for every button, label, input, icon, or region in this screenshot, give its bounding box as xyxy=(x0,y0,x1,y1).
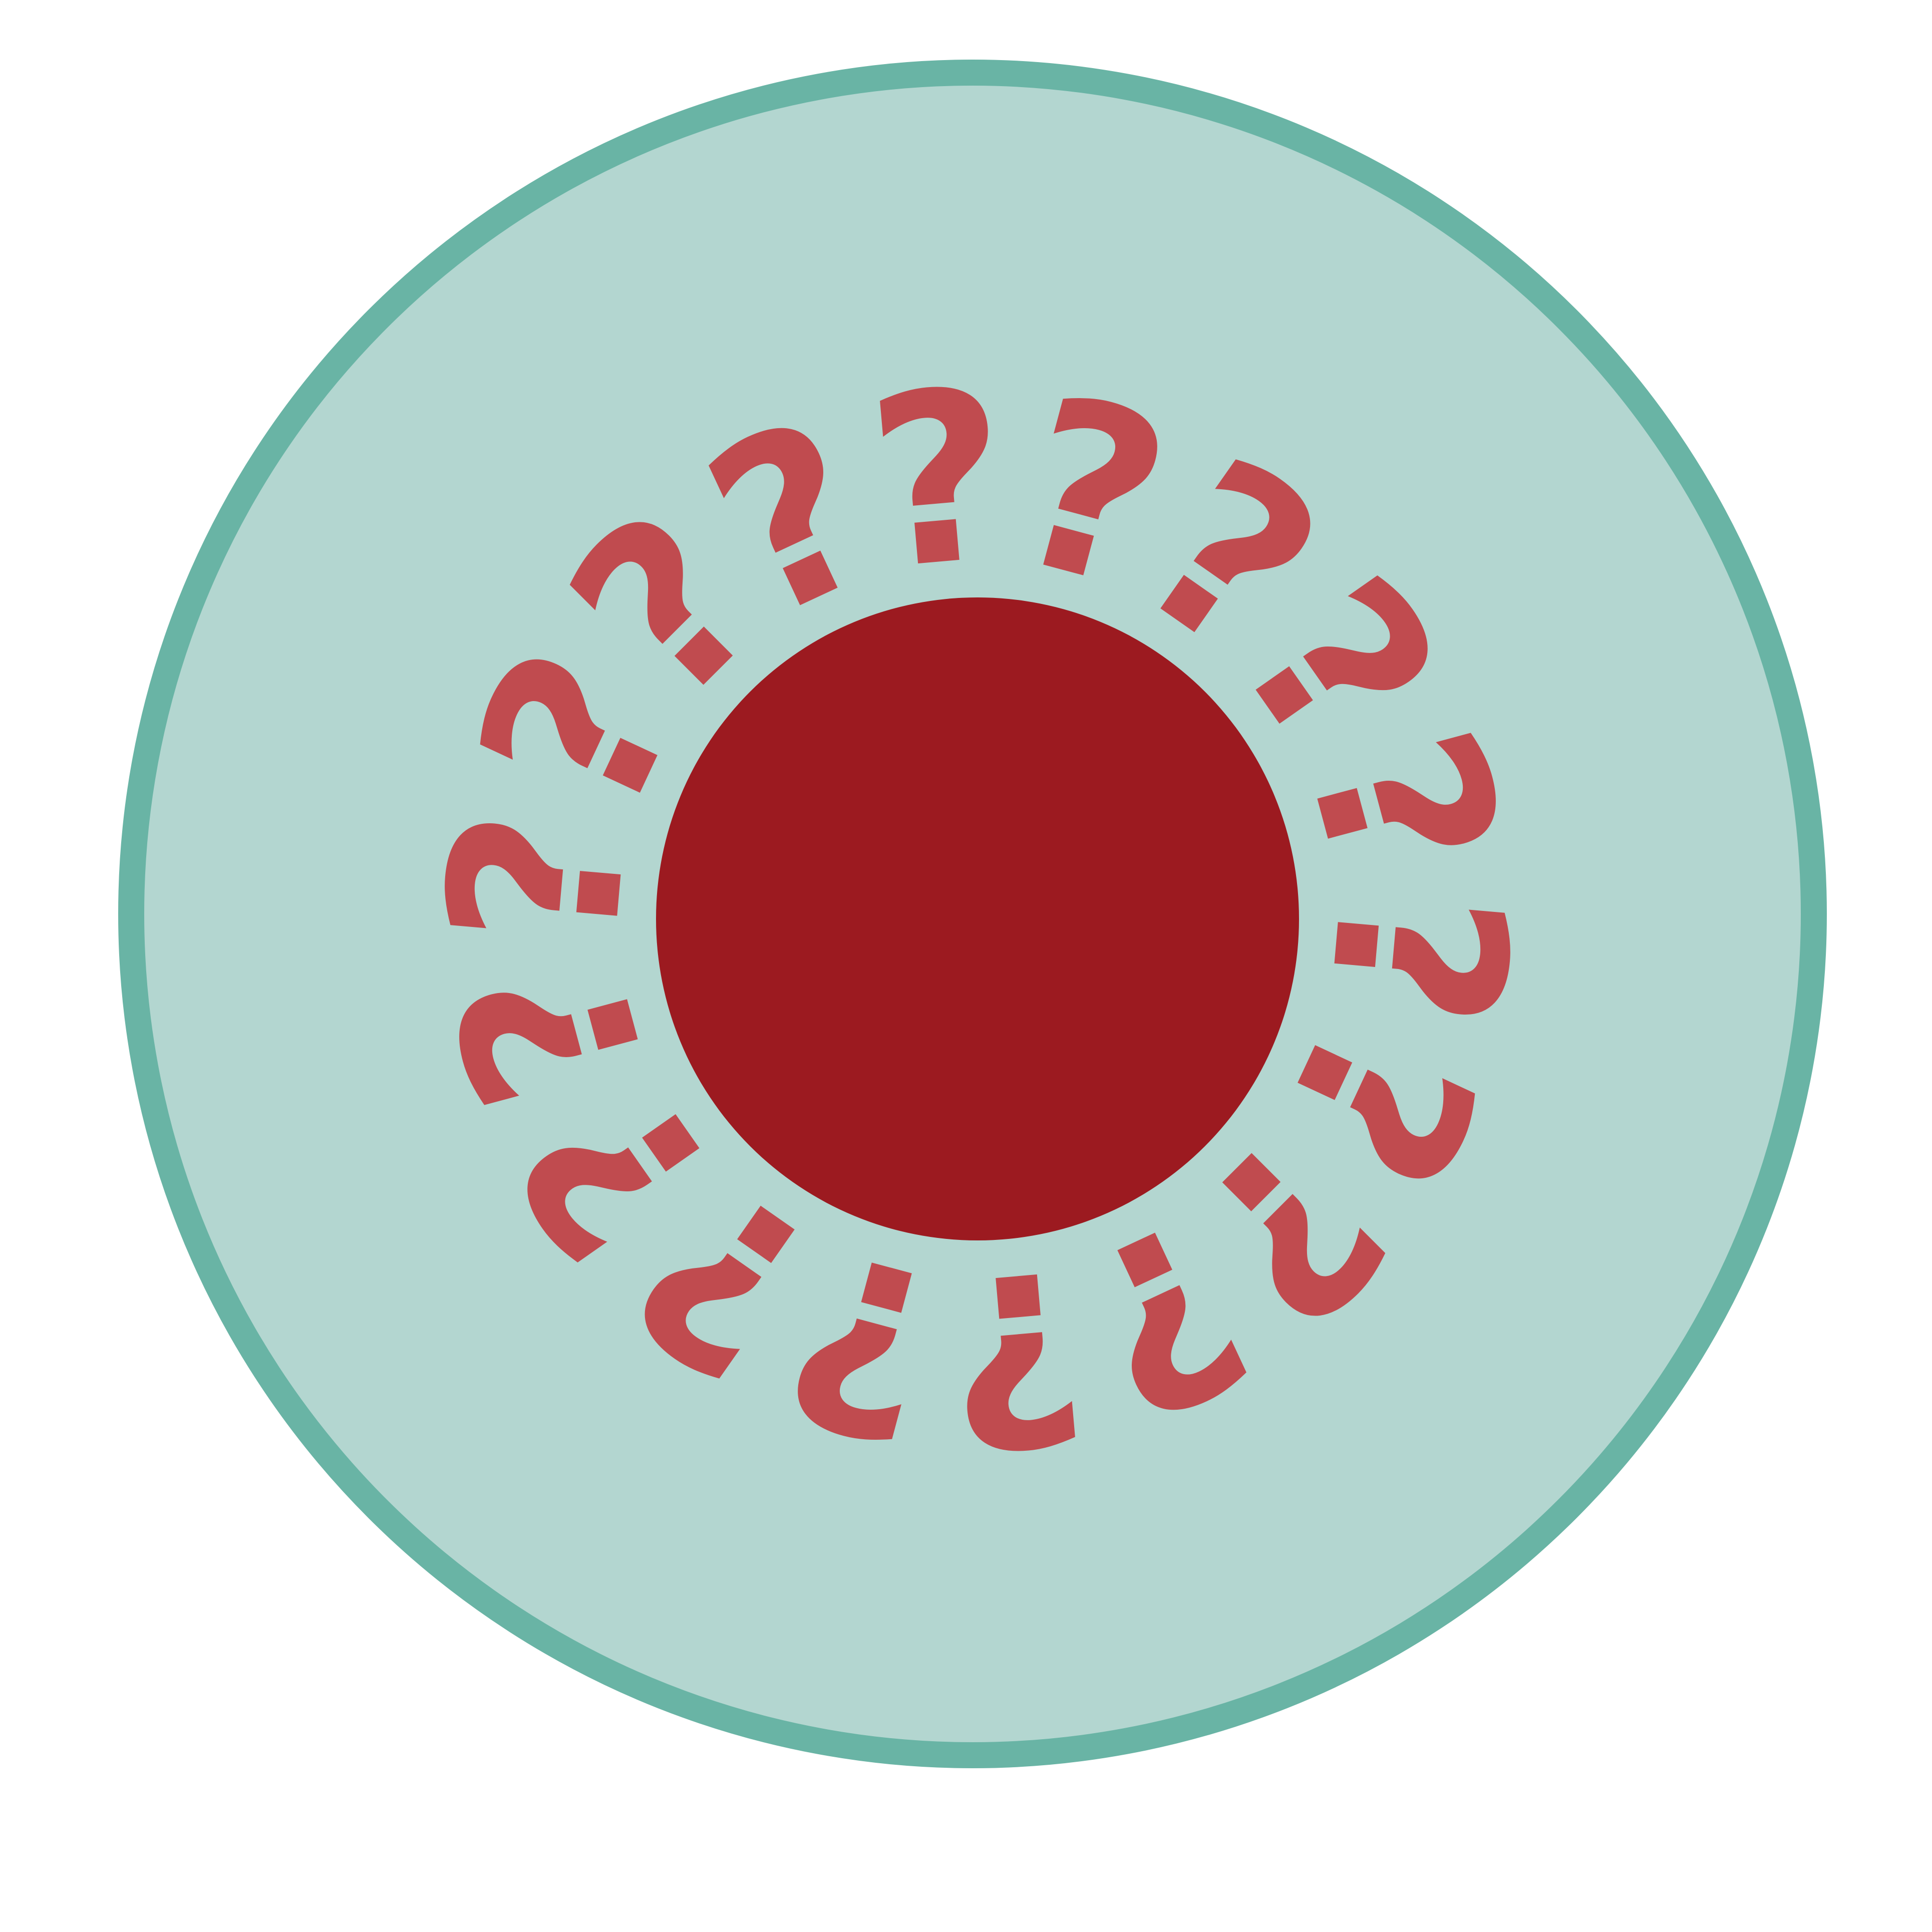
question-mark-icon: ? xyxy=(1274,877,1559,1037)
question-mark-icon: ? xyxy=(859,338,1019,622)
cell-nucleus xyxy=(656,597,1299,1240)
question-mark-icon: ? xyxy=(936,1215,1096,1500)
question-mark-icon: ? xyxy=(396,801,681,960)
